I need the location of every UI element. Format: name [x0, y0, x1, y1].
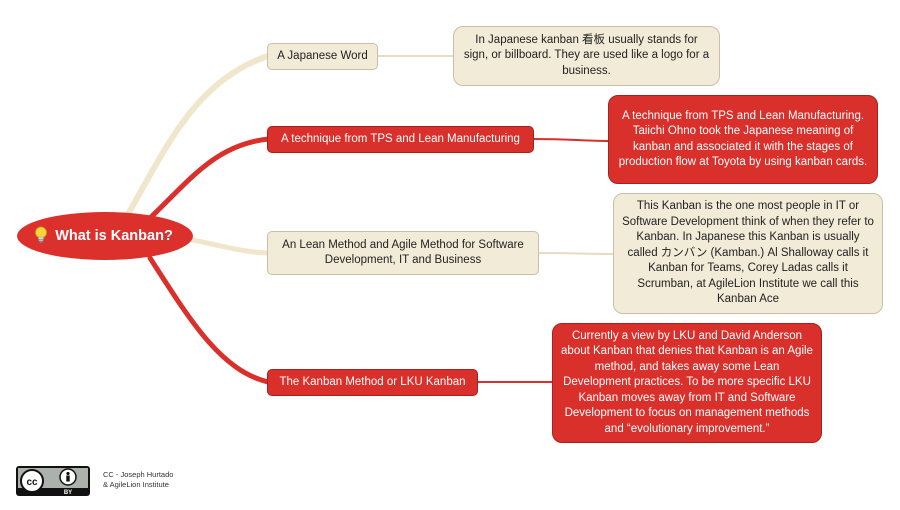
svg-text:cc: cc: [26, 477, 38, 488]
branch-tps-technique[interactable]: A technique from TPS and Lean Manufactur…: [267, 126, 534, 153]
root-label: What is Kanban?: [55, 228, 173, 244]
connector-branch-2-detail: [532, 138, 610, 142]
branch-label: The Kanban Method or LKU Kanban: [279, 376, 466, 388]
credit-text: CC - Joseph Hurtado & AgileLion Institut…: [103, 470, 173, 490]
svg-text:BY: BY: [64, 490, 72, 496]
detail-text: In Japanese kanban 看板 usually stands for…: [463, 33, 710, 77]
root-node[interactable]: What is Kanban?: [17, 212, 193, 260]
detail-japanese-word[interactable]: In Japanese kanban 看板 usually stands for…: [453, 26, 720, 86]
detail-text: A technique from TPS and Lean Manufactur…: [618, 109, 868, 169]
connector-branch-3-detail: [537, 252, 615, 255]
branch-lku-kanban[interactable]: The Kanban Method or LKU Kanban: [267, 369, 478, 396]
credit-line-2: & AgileLion Institute: [103, 480, 169, 489]
detail-tps-technique[interactable]: A technique from TPS and Lean Manufactur…: [608, 95, 878, 184]
connector-root-branch-2: [147, 136, 271, 221]
lightbulb-icon: [35, 226, 47, 243]
detail-lku-kanban[interactable]: Currently a view by LKU and David Anders…: [552, 323, 822, 443]
branch-label: A Japanese Word: [277, 50, 368, 62]
branch-label: An Lean Method and Agile Method for Soft…: [282, 239, 524, 266]
connector-root-branch-3: [189, 237, 271, 256]
branch-lean-agile-method[interactable]: An Lean Method and Agile Method for Soft…: [267, 231, 539, 275]
connector-root-branch-4: [147, 255, 271, 385]
connector-root-branch-1: [125, 53, 271, 217]
branch-label: A technique from TPS and Lean Manufactur…: [281, 133, 520, 145]
detail-text: Currently a view by LKU and David Anders…: [561, 329, 813, 435]
detail-text: This Kanban is the one most people in IT…: [622, 200, 874, 306]
cc-by-license-badge: cc BY: [16, 466, 90, 496]
credit-line-1: CC - Joseph Hurtado: [103, 470, 174, 479]
detail-lean-agile-method[interactable]: This Kanban is the one most people in IT…: [613, 193, 883, 314]
branch-japanese-word[interactable]: A Japanese Word: [267, 43, 378, 70]
